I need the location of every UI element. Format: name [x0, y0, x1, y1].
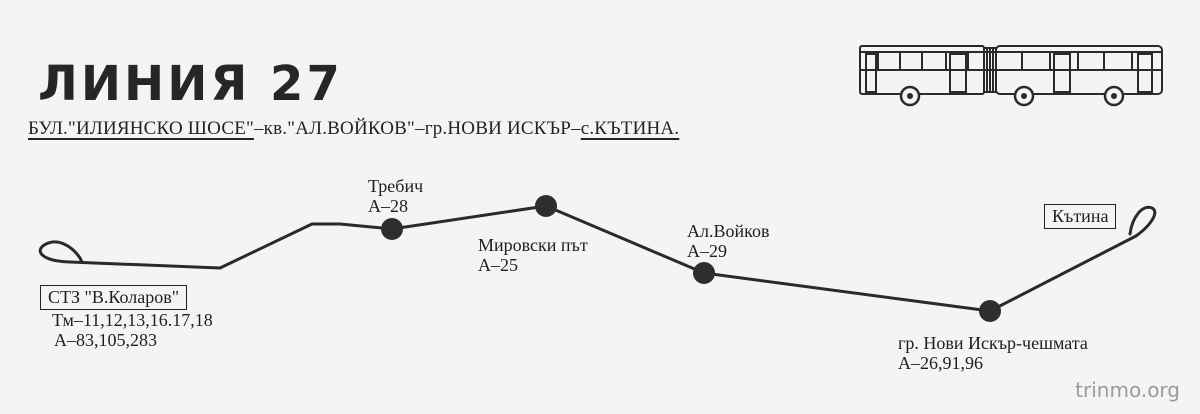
- watermark: trinmo.org: [1075, 378, 1180, 402]
- start-terminal-loop: [38, 240, 222, 270]
- stop-marker-novi-iskar: [979, 300, 1001, 322]
- end-stop-name: Кътина: [1044, 204, 1117, 229]
- stop-transfer-mirovski: А–25: [478, 255, 518, 275]
- stop-transfer-voikov: А–29: [687, 241, 727, 261]
- route-separator: –кв.: [253, 118, 288, 139]
- stop-marker-trebich: [381, 218, 403, 240]
- start-stop-tram-transfers: Тм–11,12,13,16.17,18: [52, 310, 213, 330]
- stop-marker-voikov: [693, 262, 715, 284]
- route-part-katina: с.КЪТИНА.: [580, 118, 680, 139]
- start-stop-bus-transfers: А–83,105,283: [54, 330, 157, 350]
- articulated-bus-icon: [859, 45, 1163, 107]
- route-part-novi-iskar: НОВИ ИСКЪР: [447, 118, 571, 139]
- stop-marker-mirovski: [535, 195, 557, 217]
- stop-name-voikov: Ал.Войков: [687, 221, 770, 241]
- start-stop-name: СТЗ "В.Коларов": [40, 285, 188, 310]
- route-separator: –: [571, 118, 581, 139]
- route-path: [218, 204, 1138, 313]
- stop-name-novi-iskar: гр. Нови Искър-чешмата: [898, 333, 1088, 353]
- route-separator: –гр.: [415, 118, 448, 139]
- page-title: ЛИНИЯ 27: [38, 56, 343, 112]
- end-terminal-loop: [1128, 205, 1157, 238]
- route-part-voikov: "АЛ.ВОЙКОВ": [287, 118, 416, 139]
- route-description: БУЛ."ИЛИЯНСКО ШОСЕ"–кв."АЛ.ВОЙКОВ"–гр.НО…: [28, 118, 679, 140]
- route-part-ilianska: БУЛ."ИЛИЯНСКО ШОСЕ": [28, 118, 254, 139]
- stop-transfer-novi-iskar: А–26,91,96: [898, 353, 983, 373]
- stop-name-trebich: Требич: [368, 176, 424, 196]
- stop-name-mirovski: Мировски път: [478, 235, 588, 255]
- stop-transfer-trebich: А–28: [368, 196, 408, 216]
